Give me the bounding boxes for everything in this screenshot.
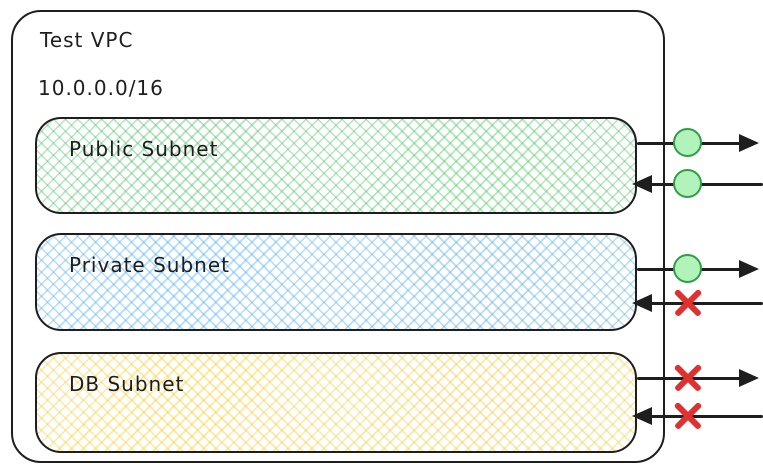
arrow-right-icon bbox=[739, 260, 759, 278]
arrow-line bbox=[648, 183, 763, 186]
subnet-db-label: DB Subnet bbox=[69, 372, 185, 396]
subnet-private-label: Private Subnet bbox=[69, 253, 230, 277]
arrow-line bbox=[648, 415, 763, 418]
blocked-icon bbox=[671, 285, 705, 319]
arrow-left-icon bbox=[632, 294, 652, 312]
allowed-icon bbox=[673, 128, 702, 157]
arrow-right-icon bbox=[739, 134, 759, 152]
arrow-right-icon bbox=[739, 369, 759, 387]
subnet-private: Private Subnet bbox=[35, 233, 637, 331]
vpc-title: Test VPC bbox=[40, 28, 134, 52]
arrow-line bbox=[648, 302, 763, 305]
subnet-public: Public Subnet bbox=[35, 117, 637, 214]
vpc-cidr: 10.0.0.0/16 bbox=[38, 76, 164, 100]
arrow-left-icon bbox=[632, 407, 652, 425]
vpc-box: Test VPC 10.0.0.0/16 Public Subnet Priva… bbox=[11, 10, 665, 463]
blocked-icon bbox=[671, 398, 705, 432]
blocked-icon bbox=[671, 360, 705, 394]
arrow-left-icon bbox=[632, 175, 652, 193]
subnet-public-label: Public Subnet bbox=[69, 137, 219, 161]
subnet-db: DB Subnet bbox=[35, 352, 637, 453]
allowed-icon bbox=[673, 169, 702, 198]
allowed-icon bbox=[673, 254, 702, 283]
